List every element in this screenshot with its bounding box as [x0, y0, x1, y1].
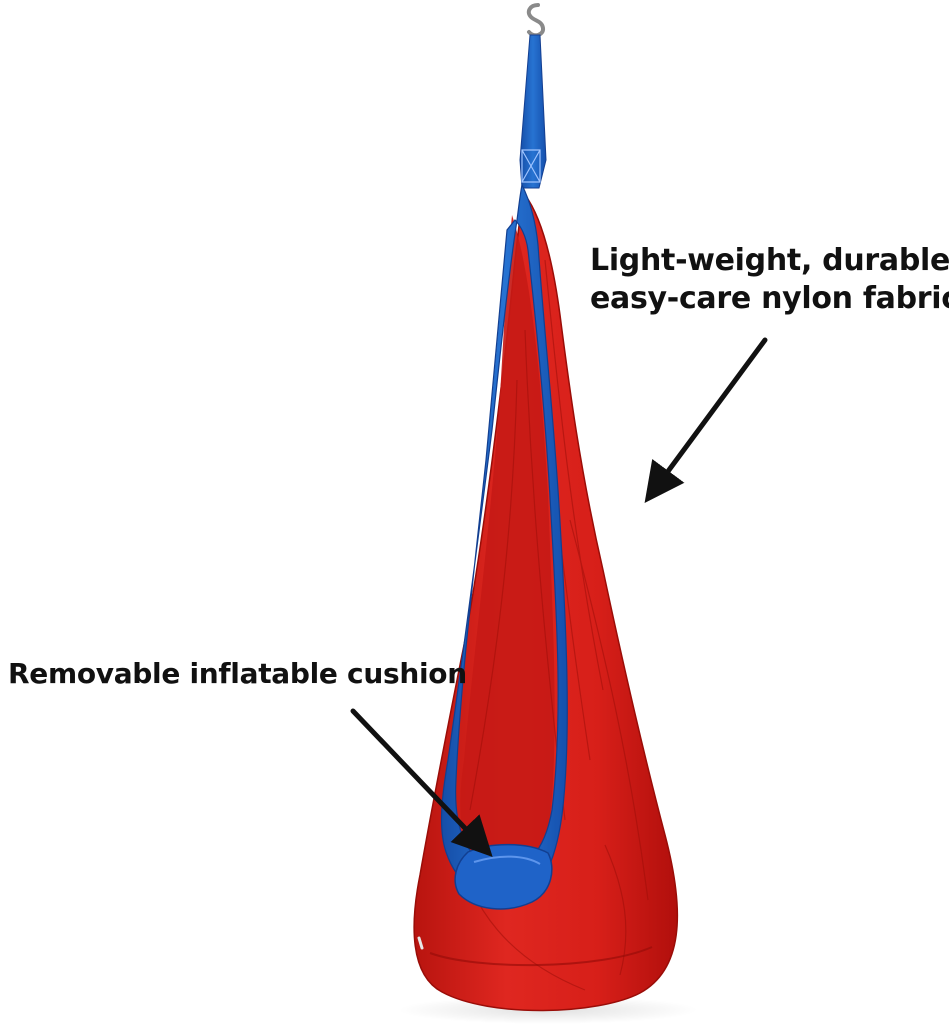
zipper-pull-icon: [417, 936, 424, 950]
bottom-seam: [429, 946, 653, 967]
cushion-feature-callout: Removable inflatable cushion: [8, 657, 467, 690]
fabric-folds: [454, 259, 649, 991]
fabric-callout-arrow: [644, 337, 768, 504]
fabric-feature-callout: Light-weight, durable, easy-care nylon f…: [590, 242, 949, 318]
cushion-highlight: [473, 855, 541, 865]
fabric-callout-line-2: easy-care nylon fabric: [590, 281, 949, 316]
fabric-callout-line-1: Light-weight, durable,: [590, 243, 949, 278]
cushion-callout-arrow: [350, 708, 493, 858]
hanging-strap: [519, 34, 547, 189]
strap-stitching: [521, 149, 541, 183]
inflatable-cushion: [454, 843, 553, 910]
ceiling-hook-icon: [526, 3, 546, 38]
